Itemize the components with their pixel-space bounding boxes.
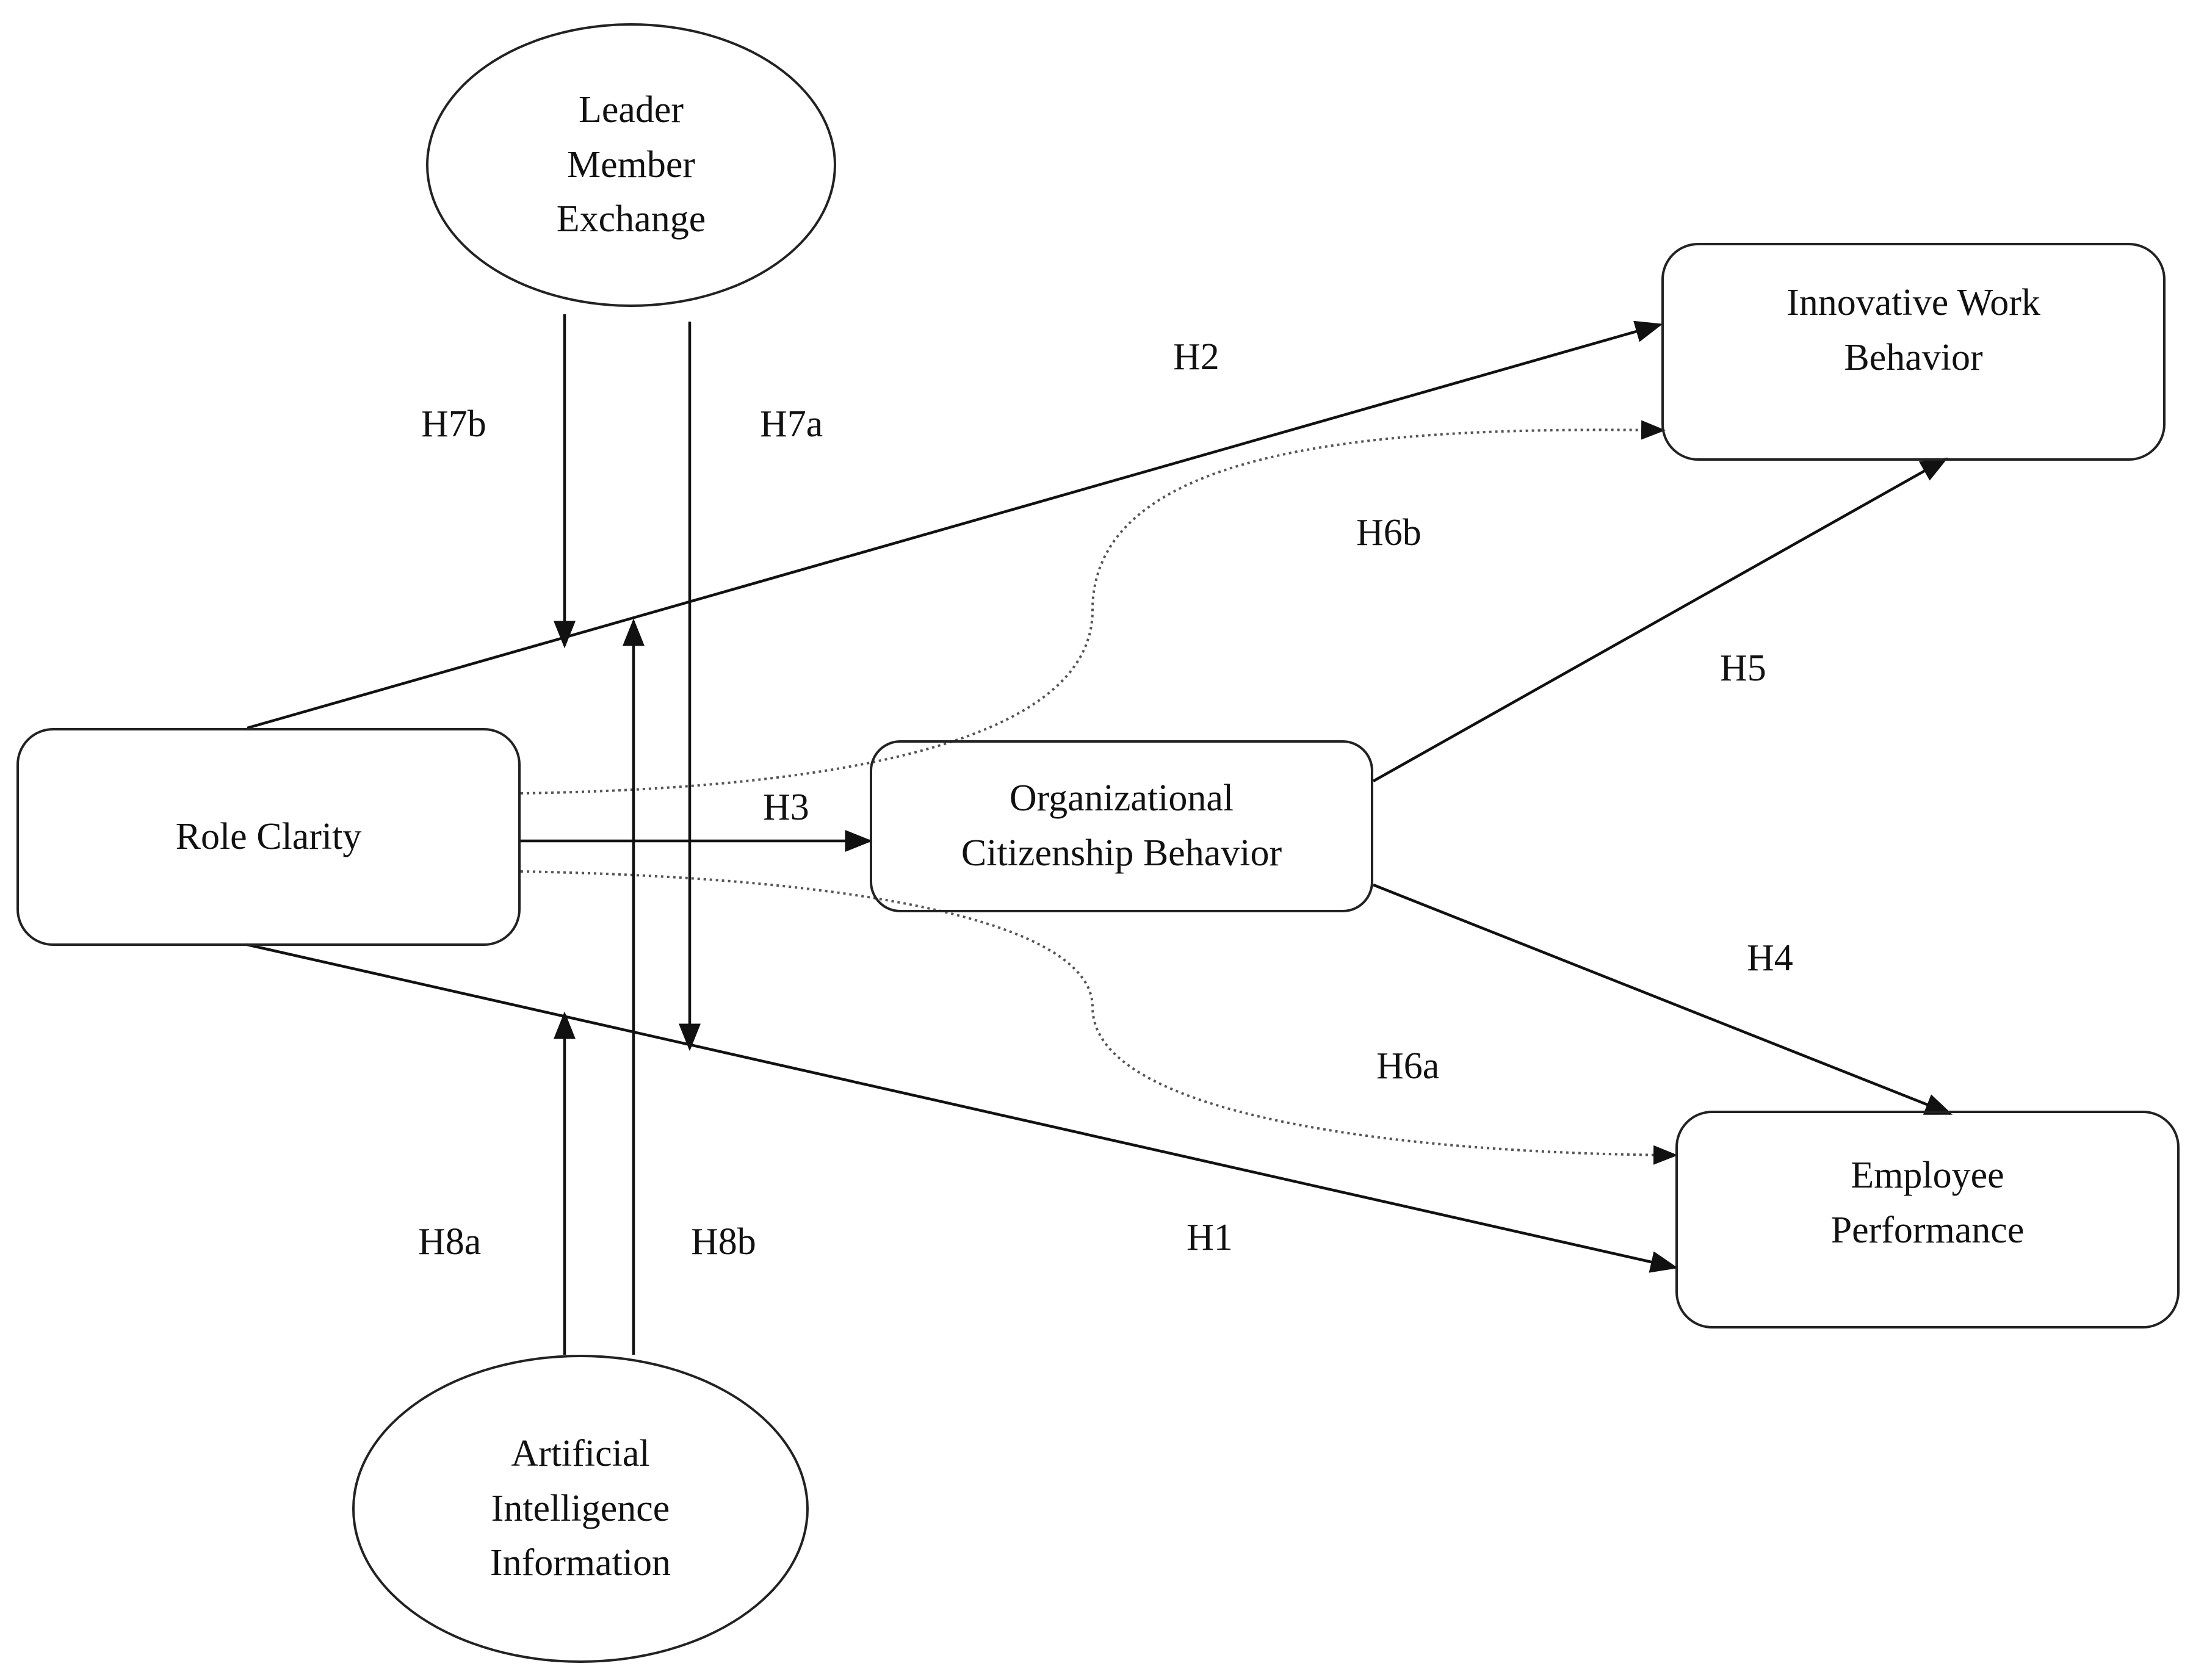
role-clarity-node: Role Clarity xyxy=(16,728,521,946)
hypothesis-label-h4: H4 xyxy=(1747,937,1793,979)
hypothesis-label-h2: H2 xyxy=(1173,336,1219,378)
role-clarity-label: Role Clarity xyxy=(175,815,362,857)
leader-member-exchange-node: Leader Member Exchange xyxy=(426,23,836,307)
path-h6a xyxy=(520,870,1678,1165)
innovative-work-behavior-label: Innovative Work Behavior xyxy=(1787,282,2040,378)
hypothesis-label-h6a: H6a xyxy=(1376,1045,1440,1087)
path-h6b xyxy=(520,420,1666,795)
organizational-citizenship-behavior-label: Organizational Citizenship Behavior xyxy=(961,777,1282,874)
path-h2 xyxy=(247,320,1663,730)
hypothesis-label-h5: H5 xyxy=(1720,647,1766,689)
path-h4 xyxy=(1373,883,1953,1116)
path-h1 xyxy=(247,943,1678,1273)
hypothesis-label-h7a: H7a xyxy=(760,403,823,445)
hypothesis-label-h8b: H8b xyxy=(691,1221,756,1263)
hypothesis-label-h1: H1 xyxy=(1187,1217,1233,1258)
innovative-work-behavior-node: Innovative Work Behavior xyxy=(1661,243,2166,461)
artificial-intelligence-information-node: Artificial Intelligence Information xyxy=(352,1355,809,1663)
employee-performance-label: Employee Performance xyxy=(1830,1155,2025,1251)
path-h5 xyxy=(1372,457,1948,782)
hypothesis-label-h7b: H7b xyxy=(421,403,486,445)
hypothesis-label-h8a: H8a xyxy=(418,1221,482,1263)
hypothesis-label-h6b: H6b xyxy=(1356,512,1422,553)
employee-performance-node: Employee Performance xyxy=(1675,1111,2180,1328)
leader-member-exchange-label: Leader Member Exchange xyxy=(556,88,706,240)
organizational-citizenship-behavior-node: Organizational Citizenship Behavior xyxy=(870,740,1373,912)
artificial-intelligence-information-label: Artificial Intelligence Information xyxy=(490,1432,671,1584)
hypothesis-label-h3: H3 xyxy=(763,787,809,828)
